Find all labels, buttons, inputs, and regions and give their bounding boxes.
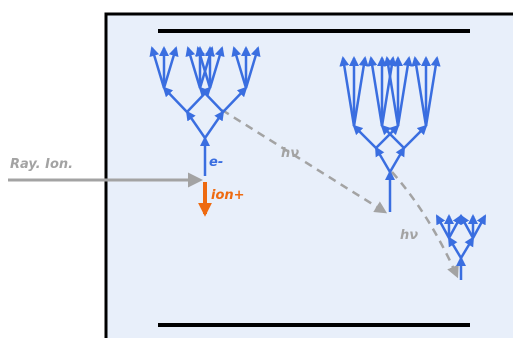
avalanche-right-branch-0-0 — [435, 214, 451, 239]
avalanche-left-branch-02-2 — [208, 46, 225, 89]
avalanche-middle-branch-0-2 — [375, 124, 400, 149]
avalanche-middle-branch-02-0 — [383, 56, 400, 127]
avalanche-right-branch-2-0 — [459, 214, 475, 239]
avalanche-left-branch--0 — [185, 110, 207, 139]
photon-path-1 — [221, 108, 388, 214]
radiation-label: Ray. Ion. — [10, 157, 73, 172]
avalanche-left-branch-22-2 — [244, 46, 261, 89]
avalanche-left-branch-22-0 — [231, 46, 248, 89]
avalanche-middle-branch-00-2 — [352, 56, 369, 127]
avalanche-middle-branch-2-0 — [380, 124, 405, 149]
electron-label: e- — [209, 155, 223, 170]
avalanche-middle-branch-22-0 — [411, 56, 428, 127]
avalanche-left-branch-00-0 — [149, 46, 166, 89]
photon-path-2 — [391, 171, 459, 279]
electron-avalanches — [149, 46, 487, 280]
avalanche-middle-branch-02-2 — [396, 56, 413, 127]
avalanche-middle-branch-22-2 — [424, 56, 441, 127]
avalanche-middle-branch-00-0 — [339, 56, 356, 127]
photon-label-2: hν — [400, 228, 418, 243]
avalanche-middle-branch-20-2 — [380, 56, 397, 127]
avalanche-left-branch-00-2 — [162, 46, 179, 89]
avalanche-right-branch-2-2 — [471, 214, 487, 239]
avalanche-right-branch--0 — [447, 236, 463, 259]
avalanche-middle-branch-2-2 — [403, 124, 428, 149]
avalanche-right-branch-0-2 — [447, 214, 463, 239]
avalanche-left-branch-2-0 — [198, 86, 224, 113]
avalanche-middle-branch-20-0 — [367, 56, 384, 127]
avalanche-left-branch-20-0 — [185, 46, 202, 89]
chamber-panel — [104, 12, 513, 338]
avalanche-right-branch--2 — [459, 236, 475, 259]
ion-label: ion+ — [211, 188, 245, 203]
avalanche-middle-branch-0-0 — [352, 124, 377, 149]
avalanche-middle-branch--0 — [374, 146, 392, 173]
avalanche-left-branch-20-2 — [198, 46, 215, 89]
avalanche-left-branch-0-0 — [162, 86, 188, 113]
avalanche-left-branch--2 — [203, 110, 225, 139]
avalanche-left-branch-2-2 — [222, 86, 248, 113]
photon-label-1: hν — [281, 146, 299, 161]
avalanche-middle-branch--2 — [388, 146, 406, 173]
